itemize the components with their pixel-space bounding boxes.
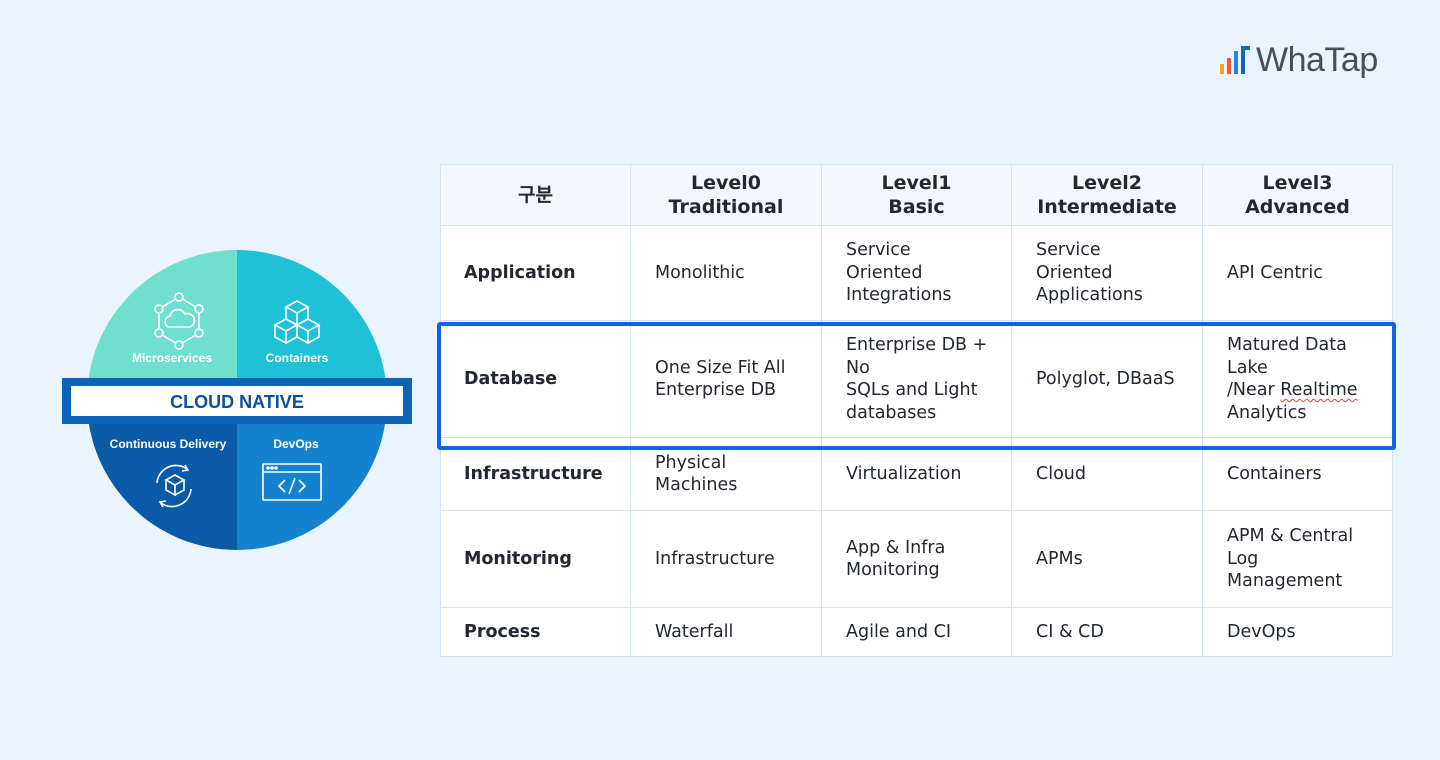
cloud-native-label-box: [71, 386, 403, 416]
cloud-network-icon: [154, 292, 204, 350]
header-category: 구분: [440, 164, 631, 226]
whatap-logo: WhaTap: [1220, 40, 1378, 80]
table-cell: Agile and CI: [821, 607, 1012, 657]
quadrant-label-continuous-delivery: Continuous Delivery: [110, 437, 227, 451]
cloud-native-label: CLOUD NATIVE: [170, 392, 304, 412]
row-label-infrastructure: Infrastructure: [440, 437, 631, 511]
quadrant-label-containers: Containers: [266, 351, 329, 365]
cube-cycle-icon: [156, 464, 192, 508]
quadrant-containers: [237, 250, 387, 400]
row-label-monitoring: Monitoring: [440, 510, 631, 608]
table-cell: CI & CD: [1011, 607, 1203, 657]
code-window-icon: [262, 463, 322, 501]
cloud-native-diagram: Microservices Containers CLOUD NATIVE Co…: [40, 230, 440, 570]
table-cell: Waterfall: [630, 607, 822, 657]
table-cell: Containers: [1202, 437, 1393, 511]
cloud-native-graphic: Microservices Containers CLOUD NATIVE Co…: [62, 250, 412, 550]
row-label-process: Process: [440, 607, 631, 657]
logo-text: WhaTap: [1256, 41, 1378, 79]
table-cell: Virtualization: [821, 437, 1012, 511]
row-label-database: Database: [440, 320, 631, 438]
row-label-application: Application: [440, 225, 631, 321]
table-cell: Infrastructure: [630, 510, 822, 608]
table-cell: APMs: [1011, 510, 1203, 608]
table-cell: DevOps: [1202, 607, 1393, 657]
table-cell: Polyglot, DBaaS: [1011, 320, 1203, 438]
quadrant-label-microservices: Microservices: [132, 351, 212, 365]
table-row: Process Waterfall Agile and CI CI & CD D…: [440, 607, 1393, 657]
table-cell: API Centric: [1202, 225, 1393, 321]
quadrant-label-devops: DevOps: [273, 437, 319, 451]
logo-bars-icon: [1220, 46, 1250, 74]
stacked-cubes-icon: [273, 300, 321, 345]
table-cell: Cloud: [1011, 437, 1203, 511]
table-cell: Monolithic: [630, 225, 822, 321]
